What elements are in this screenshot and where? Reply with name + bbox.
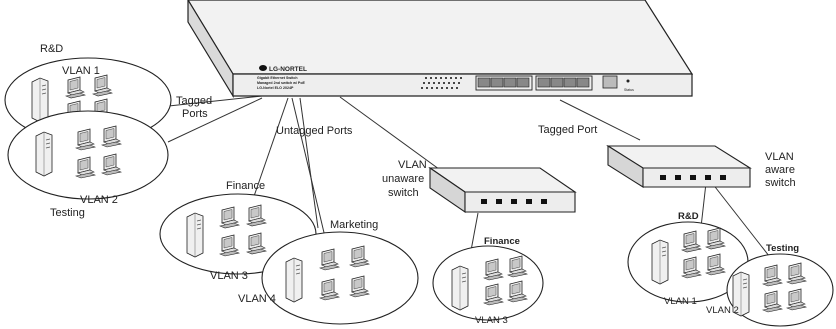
testing-left-vlan: VLAN 2 [80,194,118,206]
tagged-port-label: Tagged Port [538,124,597,136]
rd-left-vlan: VLAN 1 [62,65,100,77]
testing-left-group [7,110,169,200]
testing-right-vlan: VLAN 2 [706,305,739,316]
marketing-group [261,231,419,325]
server-icon [285,257,303,303]
finance-left-vlan: VLAN 3 [210,270,248,282]
vlan-aware-label: switch [765,177,796,189]
rd-left-title: R&D [40,43,63,55]
server-icon [186,212,204,258]
finance-mid-group [432,245,544,321]
testing-right-title: Testing [766,243,799,254]
marketing-vlan: VLAN 4 [238,293,276,305]
led-indicator-grid [421,77,462,89]
status-label: Status [624,88,634,92]
status-led-icon [626,79,630,83]
server-icon [31,77,49,123]
rd-right-title: R&D [678,211,699,222]
switch-model-line: Managed 2nd switch w/ PoE [257,81,306,85]
main-switch: LG-NORTEL Gigabit Ethernet Switch Manage… [187,0,694,99]
switch-brand: LG-NORTEL [269,66,307,73]
vlan-aware-switch [606,145,752,188]
vlan-unaware-label: unaware [382,173,424,185]
rd-right-vlan: VLAN 1 [664,296,697,307]
tagged-ports-label: Ports [182,108,208,120]
brand-logo-icon [259,65,267,71]
finance-mid-title: Finance [484,236,520,247]
vlan-unaware-label: switch [388,187,419,199]
server-icon [651,239,669,285]
vlan-unaware-label: VLAN [398,159,427,171]
finance-left-title: Finance [226,180,265,192]
untagged-ports-label: Untagged Ports [276,125,353,137]
marketing-title: Marketing [330,219,378,231]
testing-right-group [726,253,834,327]
switch-model-line: Gigabit Ethernet Switch [257,76,298,80]
server-icon [451,265,469,311]
vlan-aware-label: VLAN [765,151,794,163]
tagged-ports-label: Tagged [176,95,212,107]
switch-model-line: LG-Nortel ELO 2024P [257,86,294,90]
vlan-unaware-switch [428,166,577,214]
uplink-port [602,75,618,89]
testing-left-title: Testing [50,207,85,219]
ethernet-port-bank [475,75,533,91]
ethernet-port-bank [535,75,593,91]
finance-mid-vlan: VLAN 3 [475,315,508,326]
server-icon [35,131,53,177]
vlan-aware-label: aware [765,164,795,176]
